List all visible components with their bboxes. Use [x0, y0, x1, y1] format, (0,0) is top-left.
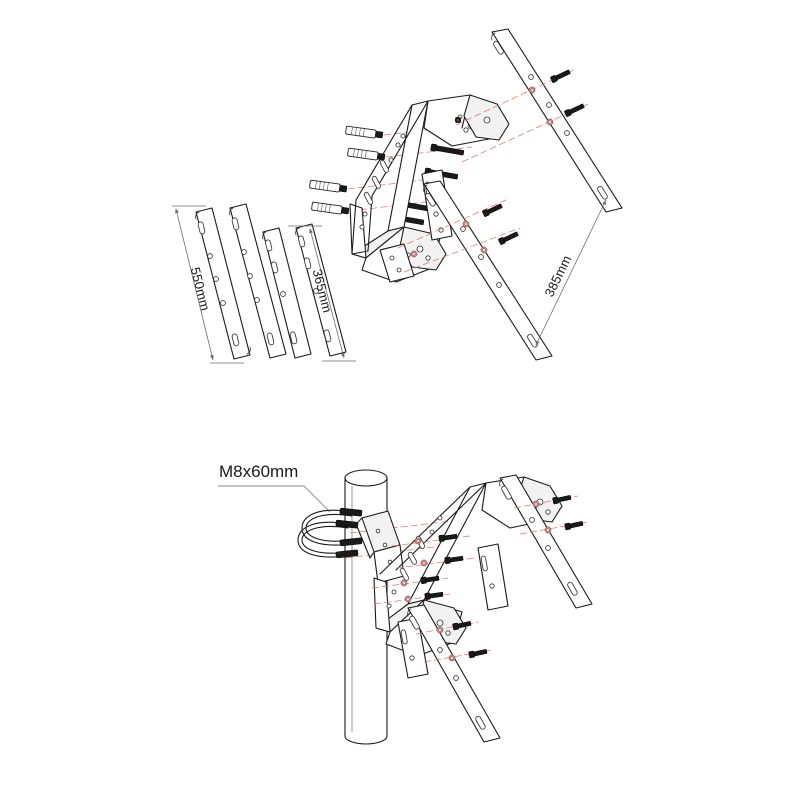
pole-mounted-rail-lower: [407, 604, 501, 743]
wall-bracket-assembly: [349, 94, 510, 283]
rail-bolt: [550, 69, 571, 83]
u-bolt: [297, 519, 359, 559]
rail-short-1: [262, 227, 312, 359]
assembly-guide-line: [349, 519, 461, 534]
pole-mounted-rail-upper: [499, 474, 593, 609]
mounted-rails-group: [397, 28, 623, 361]
bracket-wall-plate: [387, 100, 429, 232]
rail-bolt: [498, 231, 519, 245]
assembly-guide-line: [403, 227, 521, 273]
callout-m8x60mm: M8x60mm: [218, 462, 331, 513]
pole-fastener-group: [371, 533, 477, 605]
assembly-guide-line: [397, 199, 507, 249]
mounted-rail-lower: [423, 180, 553, 361]
assembly-guide-line: [385, 146, 473, 158]
wall-anchor-plug: [309, 179, 348, 193]
pole-mounted-rails-group: [407, 474, 593, 743]
dimension-385mm: 385mm: [535, 199, 607, 346]
u-bolt: [301, 507, 363, 547]
wall-anchor-plug: [345, 125, 384, 139]
wall-anchor-plug: [311, 201, 350, 215]
rail-bolt: [482, 203, 503, 217]
rail-bolt: [564, 103, 585, 117]
pole-clamp-plate: [355, 510, 405, 584]
callout-m8x60mm-label: M8x60mm: [219, 462, 298, 481]
mounted-rail-upper: [491, 28, 623, 213]
dimension-550mm-label: 550mm: [188, 266, 213, 313]
rail-long-2: [229, 203, 287, 359]
wall-screw: [430, 143, 465, 156]
